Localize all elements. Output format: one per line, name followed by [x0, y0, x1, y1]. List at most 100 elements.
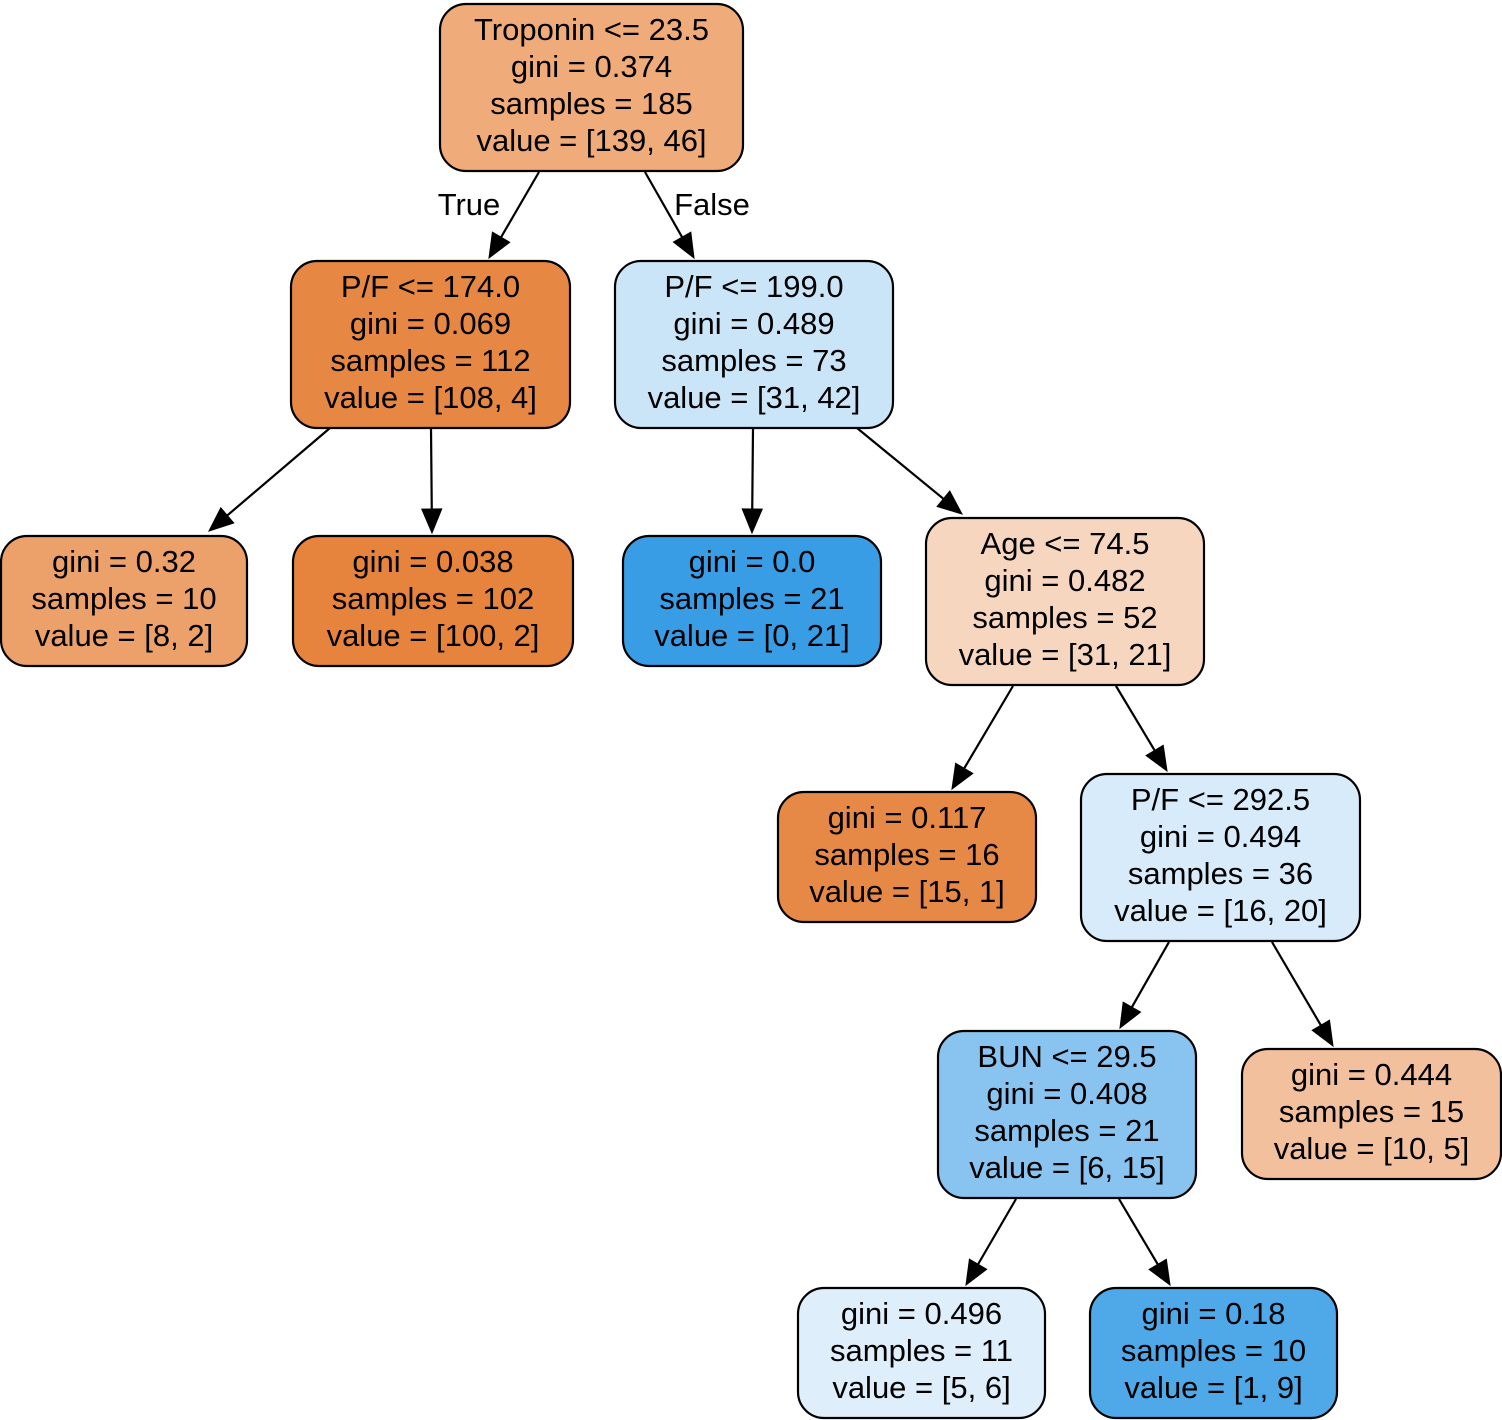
node-line: BUN <= 29.5: [977, 1039, 1156, 1074]
node-line: value = [1, 9]: [1124, 1370, 1302, 1405]
node-line: value = [8, 2]: [35, 618, 213, 653]
edge-line: [1271, 941, 1322, 1026]
node-line: samples = 21: [974, 1113, 1159, 1148]
node-line: samples = 112: [330, 343, 530, 378]
edge-n9-n12: [1118, 1198, 1171, 1287]
node-line: gini = 0.374: [511, 49, 672, 84]
arrowhead-icon: [421, 508, 443, 535]
node-line: gini = 0.038: [352, 544, 513, 579]
edge-line: [1118, 1198, 1159, 1265]
node-line: gini = 0.494: [1140, 819, 1301, 854]
node-line: samples = 21: [659, 581, 844, 616]
edge-line: [977, 1198, 1017, 1265]
node-box: [438, 2, 745, 173]
node-line: value = [0, 21]: [654, 618, 850, 653]
edge-root-n1: True: [438, 171, 540, 260]
edge-line: [963, 685, 1014, 769]
node-line: value = [108, 4]: [324, 380, 537, 415]
arrowhead-icon: [936, 490, 964, 515]
node-line: samples = 10: [1121, 1333, 1306, 1368]
edge-n2-n5: [741, 427, 763, 535]
node-line: value = [15, 1]: [809, 874, 1005, 909]
node-line: gini = 0.0: [689, 544, 816, 579]
arrowhead-icon: [208, 506, 235, 532]
arrowhead-icon: [741, 508, 763, 535]
node-box: [621, 534, 883, 668]
node-line: gini = 0.069: [350, 306, 511, 341]
node-line: samples = 16: [814, 837, 999, 872]
node-box: [1088, 1286, 1339, 1420]
node-line: gini = 0.18: [1142, 1296, 1286, 1331]
edge-label-true: True: [438, 187, 501, 222]
edge-n8-n10: [1271, 941, 1334, 1048]
node-line: Troponin <= 23.5: [474, 12, 709, 47]
node-line: value = [31, 42]: [648, 380, 861, 415]
node-box: [796, 1286, 1047, 1420]
node-line: value = [10, 5]: [1274, 1131, 1470, 1166]
node-line: P/F <= 174.0: [341, 269, 520, 304]
edge-n2-n6: [856, 427, 964, 515]
node-line: P/F <= 292.5: [1131, 782, 1310, 817]
arrowhead-icon: [672, 231, 695, 260]
node-box: [613, 259, 895, 430]
node-line: samples = 36: [1128, 856, 1313, 891]
edge-n6-n7: [951, 685, 1014, 791]
node-line: value = [5, 6]: [832, 1370, 1010, 1405]
arrowhead-icon: [1145, 744, 1168, 773]
node-line: gini = 0.482: [984, 563, 1145, 598]
node-box: [936, 1029, 1198, 1200]
edge-n8-n9: [1119, 941, 1170, 1030]
node-box: [1240, 1047, 1502, 1181]
node-box: [289, 259, 572, 430]
node-line: gini = 0.408: [986, 1076, 1147, 1111]
node-box: [0, 534, 249, 668]
node-line: gini = 0.32: [52, 544, 196, 579]
node-line: Age <= 74.5: [981, 526, 1150, 561]
node-line: value = [31, 21]: [959, 637, 1172, 672]
node-line: value = [100, 2]: [327, 618, 540, 653]
edge-line: [644, 171, 684, 238]
node-line: value = [16, 20]: [1114, 893, 1327, 928]
edge-line: [751, 427, 755, 510]
edge-line: [1130, 941, 1170, 1008]
node-line: samples = 11: [830, 1333, 1013, 1368]
node-line: P/F <= 199.0: [664, 269, 843, 304]
node-line: samples = 52: [972, 600, 1157, 635]
node-line: samples = 15: [1279, 1094, 1464, 1129]
node-line: samples = 73: [661, 343, 846, 378]
edge-n1-n3: [208, 427, 331, 532]
edge-line: [226, 427, 331, 517]
arrowhead-icon: [1311, 1019, 1334, 1048]
arrowhead-icon: [951, 762, 974, 791]
node-line: gini = 0.117: [828, 800, 987, 835]
arrowhead-icon: [488, 231, 511, 260]
arrowhead-icon: [1119, 1001, 1142, 1030]
edge-line: [856, 427, 945, 500]
node-box: [291, 534, 575, 668]
edge-n1-n4: [421, 427, 443, 535]
node-line: samples = 185: [490, 86, 692, 121]
node-line: samples = 102: [332, 581, 534, 616]
node-line: gini = 0.444: [1291, 1057, 1452, 1092]
node-line: value = [6, 15]: [969, 1150, 1165, 1185]
edge-line: [429, 427, 433, 510]
edge-n9-n11: [965, 1198, 1017, 1287]
arrowhead-icon: [965, 1258, 988, 1287]
edge-line: [1115, 685, 1156, 751]
node-line: samples = 10: [31, 581, 216, 616]
node-line: value = [139, 46]: [476, 123, 706, 158]
arrowhead-icon: [1148, 1258, 1171, 1287]
edge-label-false: False: [674, 187, 750, 222]
node-box: [776, 790, 1038, 924]
